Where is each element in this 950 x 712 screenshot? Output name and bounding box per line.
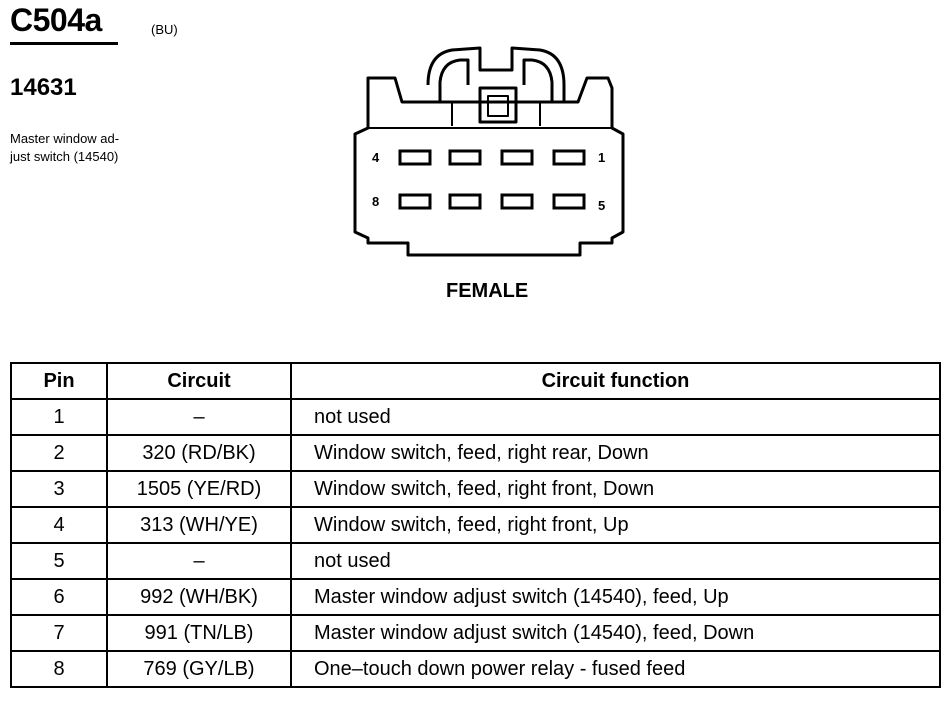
connector-latch-inner-right	[522, 58, 554, 102]
pin-cavity-4	[398, 149, 432, 166]
column-header-circuit: Circuit	[106, 362, 292, 400]
table-row: 1 – not used	[10, 398, 941, 436]
circuit-cell: –	[106, 542, 292, 580]
pin-cavity-5	[552, 193, 586, 210]
circuit-function-cell: Master window adjust switch (14540), fee…	[290, 614, 941, 652]
connector-id-underline	[10, 42, 118, 45]
pin-cell: 6	[10, 578, 108, 616]
pin-cell: 7	[10, 614, 108, 652]
pin-label-bottom-left: 8	[372, 194, 379, 209]
circuit-cell: 992 (WH/BK)	[106, 578, 292, 616]
circuit-function-cell: not used	[290, 398, 941, 436]
connector-lock-tab-inner	[487, 95, 509, 117]
connector-diagram: 4 1 8 5	[353, 46, 625, 257]
circuit-cell: 320 (RD/BK)	[106, 434, 292, 472]
connector-id: C504a	[10, 2, 102, 38]
circuit-cell: 991 (TN/LB)	[106, 614, 292, 652]
circuit-function-cell: One–touch down power relay - fused feed	[290, 650, 941, 688]
pin-cavity-1	[552, 149, 586, 166]
circuit-cell: –	[106, 398, 292, 436]
pinout-table: Pin Circuit Circuit function 1 – not use…	[10, 362, 941, 688]
color-code: (BU)	[151, 22, 178, 37]
circuit-function-cell: Master window adjust switch (14540), fee…	[290, 578, 941, 616]
table-row: 8 769 (GY/LB) One–touch down power relay…	[10, 650, 941, 688]
pin-cell: 4	[10, 506, 108, 544]
pin-cavity-3	[448, 149, 482, 166]
connector-body-outline	[353, 76, 625, 257]
description-line-1: Master window ad-	[10, 131, 120, 146]
table-header-row: Pin Circuit Circuit function	[10, 362, 941, 400]
table-row: 2 320 (RD/BK) Window switch, feed, right…	[10, 434, 941, 472]
table-row: 3 1505 (YE/RD) Window switch, feed, righ…	[10, 470, 941, 508]
connector-latch	[426, 46, 566, 102]
connector-lock-tab	[478, 86, 518, 124]
pin-cell: 8	[10, 650, 108, 688]
pin-cavity-7	[448, 193, 482, 210]
pin-cell: 3	[10, 470, 108, 508]
column-header-pin: Pin	[10, 362, 108, 400]
pin-cell: 5	[10, 542, 108, 580]
connector-gender-label: FEMALE	[446, 280, 529, 302]
component-description: Master window ad- just switch (14540)	[10, 130, 190, 166]
circuit-cell: 1505 (YE/RD)	[106, 470, 292, 508]
circuit-function-cell: Window switch, feed, right rear, Down	[290, 434, 941, 472]
part-number: 14631	[10, 74, 77, 101]
table-row: 4 313 (WH/YE) Window switch, feed, right…	[10, 506, 941, 544]
pin-label-top-left: 4	[372, 150, 380, 165]
column-header-circuit-function: Circuit function	[290, 362, 941, 400]
table-row: 7 991 (TN/LB) Master window adjust switc…	[10, 614, 941, 652]
circuit-cell: 769 (GY/LB)	[106, 650, 292, 688]
pin-cell: 2	[10, 434, 108, 472]
pin-cavity-8	[398, 193, 432, 210]
table-row: 5 – not used	[10, 542, 941, 580]
circuit-function-cell: not used	[290, 542, 941, 580]
circuit-function-cell: Window switch, feed, right front, Up	[290, 506, 941, 544]
pin-cell: 1	[10, 398, 108, 436]
pin-cavity-6	[500, 193, 534, 210]
connector-latch-inner-left	[438, 58, 470, 102]
pin-cavity-2	[500, 149, 534, 166]
pin-label-bottom-right: 5	[598, 198, 605, 213]
circuit-function-cell: Window switch, feed, right front, Down	[290, 470, 941, 508]
description-line-2: just switch (14540)	[10, 149, 119, 164]
pin-label-top-right: 1	[598, 150, 605, 165]
circuit-cell: 313 (WH/YE)	[106, 506, 292, 544]
table-row: 6 992 (WH/BK) Master window adjust switc…	[10, 578, 941, 616]
